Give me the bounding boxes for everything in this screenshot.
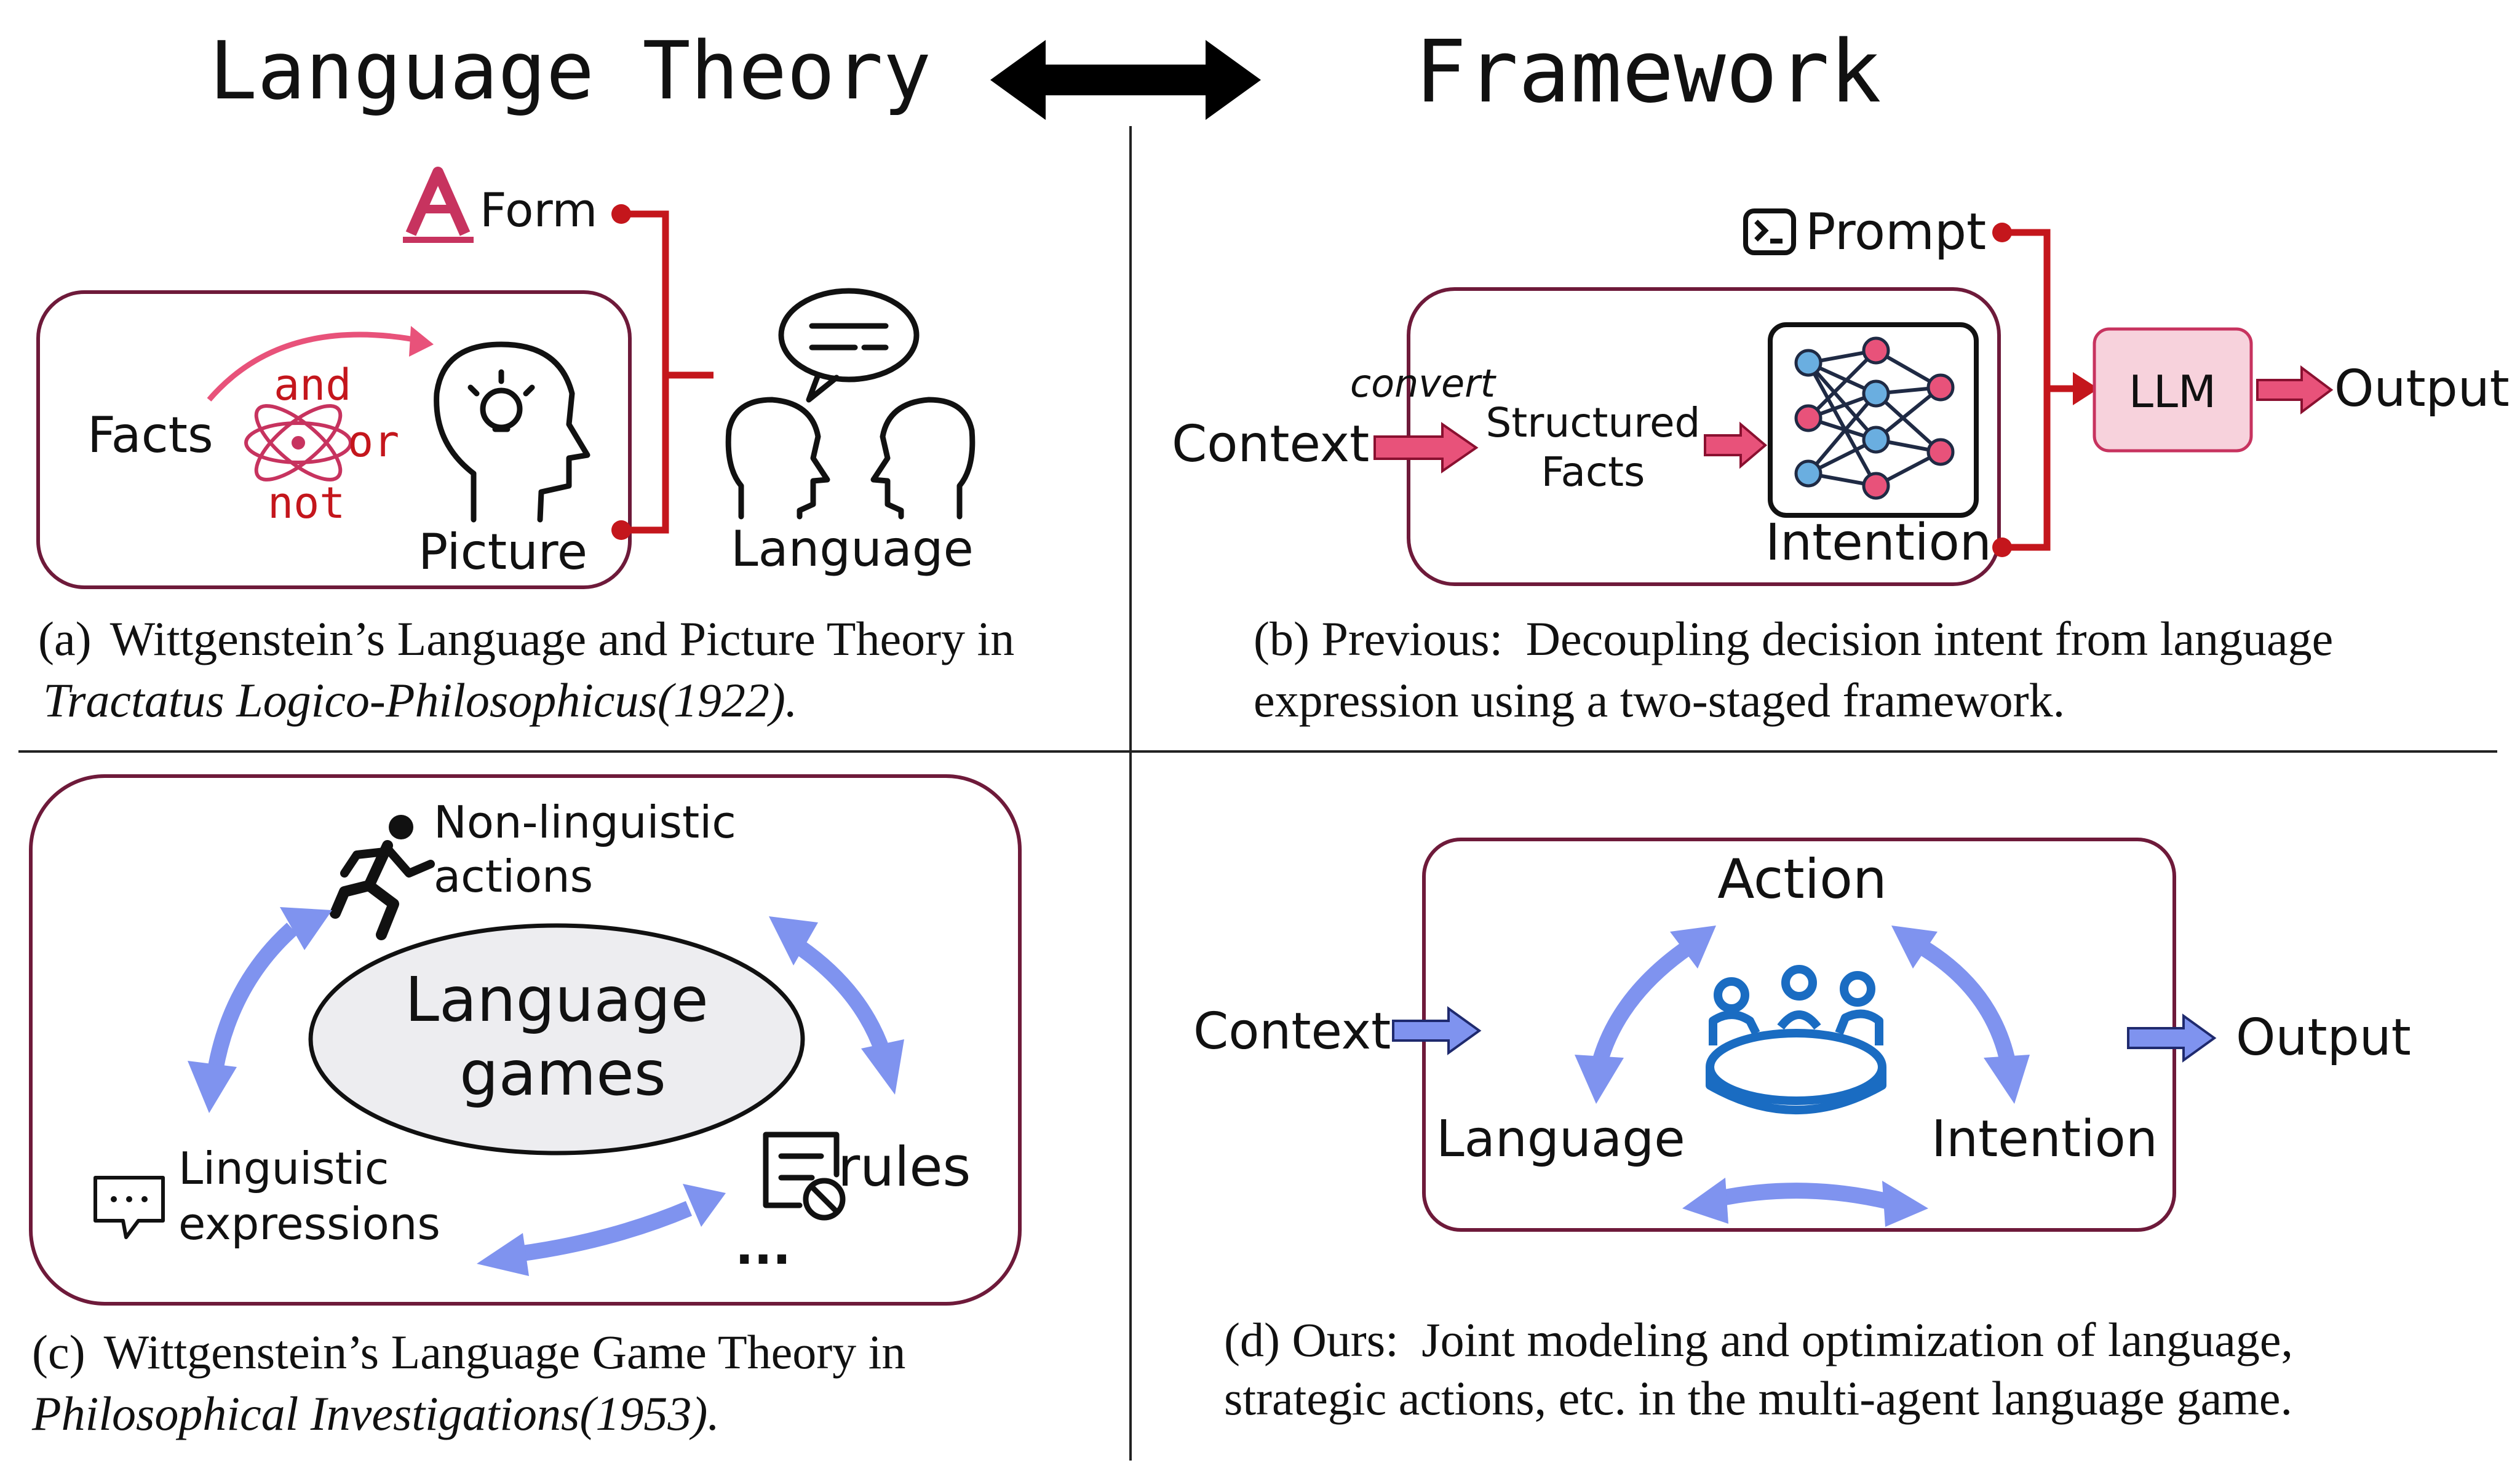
- llm-label: LLM: [2129, 366, 2216, 418]
- and-operator: and: [274, 360, 351, 410]
- panel-a: Form Facts and or not: [36, 167, 1014, 727]
- facts-to-picture-arrow: [207, 326, 434, 402]
- facts-label-b: Facts: [1541, 448, 1645, 496]
- games-label-1: Language: [405, 964, 709, 1036]
- meeting-table-icon: [1706, 965, 1886, 1114]
- ling-label-2: expressions: [178, 1198, 440, 1250]
- language-games-ellipse: [308, 923, 805, 1156]
- caption-d-line1: (d) Ours: Joint modeling and optimizatio…: [1224, 1313, 2293, 1366]
- ellipsis-label: ...: [735, 1218, 791, 1275]
- neural-network-icon: [1768, 322, 1979, 518]
- right-title: Framework: [1415, 22, 1882, 122]
- llm-box: [2093, 327, 2253, 453]
- chat-bubble-icon: [93, 1176, 165, 1239]
- convert-label: convert: [1350, 361, 1497, 406]
- cycle-arrows-c: [207, 922, 891, 1263]
- left-title: Language Theory: [209, 24, 931, 117]
- caption-a-text: Wittgenstein’s Language and Picture Theo…: [110, 612, 1015, 665]
- caption-b-line1: (b) Previous: Decoupling decision intent…: [1254, 612, 2333, 665]
- facts-label: Facts: [87, 406, 213, 464]
- form-label: Form: [480, 183, 597, 237]
- caption-d-text: Joint modeling and optimization of langu…: [1421, 1313, 2293, 1366]
- two-people-speech-icon: [725, 288, 976, 520]
- head-lightbulb-icon: [434, 341, 590, 523]
- llm-output-arrow: [2256, 365, 2334, 414]
- caption-c-text: Wittgenstein’s Language Game Theory in: [104, 1325, 906, 1379]
- not-operator: not: [268, 478, 345, 528]
- panel-d: Action Context Output: [1193, 838, 2411, 1425]
- prompt-intention-connector: [1992, 223, 2099, 557]
- context-label: Context: [1172, 415, 1369, 474]
- cycle-arrowheads-d: [1575, 926, 2030, 1227]
- caption-d-line2: strategic actions, etc. in the multi-age…: [1224, 1371, 2292, 1425]
- caption-a-label: (a): [38, 612, 92, 665]
- double-arrow-icon: [990, 40, 1261, 120]
- cycle-arrowheads-c: [188, 907, 904, 1276]
- ling-label-1: Linguistic: [178, 1143, 389, 1194]
- atom-logic-icon: [244, 404, 352, 482]
- terminal-icon: [1743, 208, 1796, 255]
- context-convert-arrow: [1373, 422, 1479, 474]
- or-operator: or: [348, 416, 399, 467]
- context-in-arrow: [1392, 1006, 1482, 1055]
- running-person-icon: [330, 815, 435, 940]
- caption-a-line1: (a) Wittgenstein’s Language and Picture …: [38, 612, 1014, 665]
- language-game-box: [29, 774, 1022, 1306]
- caption-c-label: (c): [32, 1325, 85, 1379]
- rules-document-icon: [763, 1132, 846, 1221]
- cycle-arrows-d: [1591, 940, 2016, 1210]
- intention-label: Intention: [1765, 513, 1992, 572]
- form-picture-connector: [611, 204, 713, 540]
- caption-b-line2: expression using a two-staged framework.: [1254, 673, 2065, 727]
- prompt-label: Prompt: [1805, 203, 1986, 261]
- action-label: Action: [1717, 847, 1887, 911]
- panel-c: Non-linguistic actions Language games Li: [29, 774, 1022, 1440]
- output-out-arrow: [2127, 1013, 2217, 1063]
- games-label-2: games: [459, 1037, 666, 1109]
- output-label-d: Output: [2236, 1009, 2411, 1067]
- nonling-label-2: actions: [434, 850, 593, 902]
- caption-b-label: (b) Previous:: [1254, 612, 1503, 665]
- panel-b: Prompt Context convert Structured Facts: [1172, 203, 2510, 727]
- nonling-label-1: Non-linguistic: [434, 796, 736, 848]
- rules-label: rules: [838, 1135, 971, 1199]
- output-label-b: Output: [2334, 360, 2510, 418]
- facts-to-intention-arrow: [1704, 421, 1768, 469]
- caption-c-line2: Philosophical Investigations(1953).: [31, 1387, 720, 1440]
- context-label-d: Context: [1193, 1002, 1391, 1061]
- intention-label-d: Intention: [1931, 1110, 2158, 1168]
- font-letter-icon: [403, 167, 474, 243]
- caption-d-label: (d) Ours:: [1224, 1313, 1399, 1366]
- caption-a-line2: Tractatus Logico-Philosophicus(1922).: [43, 673, 797, 727]
- picture-label: Picture: [418, 523, 587, 581]
- language-label: Language: [731, 520, 974, 577]
- picture-box: [36, 290, 632, 589]
- language-label-d: Language: [1436, 1110, 1685, 1168]
- caption-b-text: Decoupling decision intent from language: [1526, 612, 2334, 665]
- caption-c-line1: (c) Wittgenstein’s Language Game Theory …: [32, 1325, 905, 1379]
- structured-label: Structured: [1486, 399, 1701, 446]
